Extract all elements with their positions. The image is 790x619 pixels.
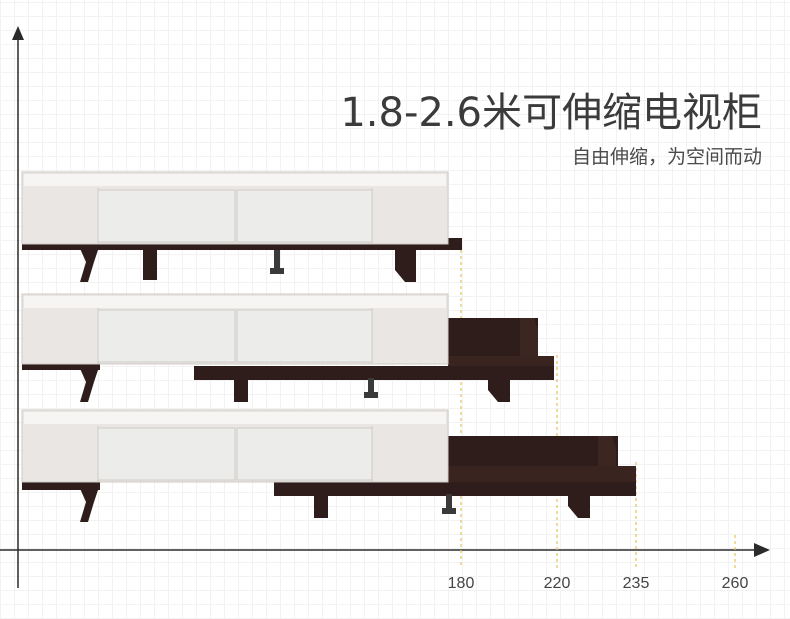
tv-cabinet-235 xyxy=(21,409,636,522)
y-axis-arrow-icon xyxy=(12,26,24,40)
tick-label-220: 220 xyxy=(543,575,571,592)
tick-label-180: 180 xyxy=(447,575,475,592)
title: 1.8-2.6米可伸缩电视柜 xyxy=(340,90,762,136)
guide-lines xyxy=(460,238,736,568)
subtitle: 自由伸缩，为空间而动 xyxy=(571,146,762,168)
tv-cabinet-180 xyxy=(21,171,462,282)
tick-label-260: 260 xyxy=(721,575,749,592)
tick-label-235: 235 xyxy=(622,575,650,592)
x-axis-arrow-icon xyxy=(754,543,770,557)
tv-cabinet-220 xyxy=(21,293,554,402)
axes xyxy=(0,26,770,588)
